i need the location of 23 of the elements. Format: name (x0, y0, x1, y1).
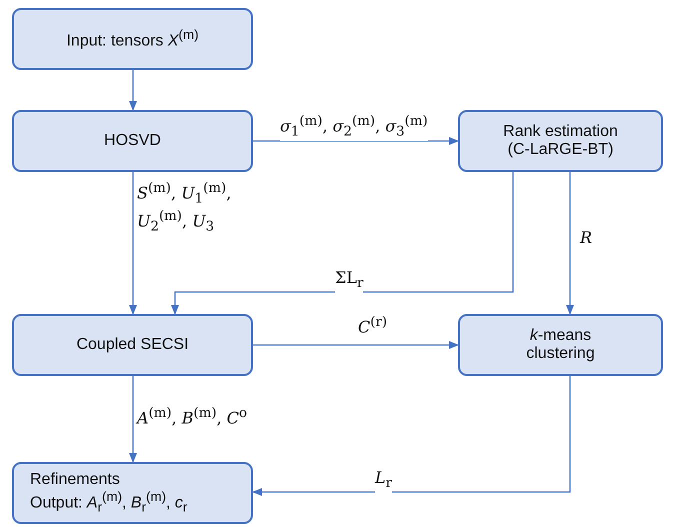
box-text: Input: tensors X$^{(m)}$ (66, 27, 199, 51)
process-box (12, 314, 253, 376)
arrow (171, 172, 514, 315)
box-heading: Refinements (30, 471, 120, 490)
arrow (566, 172, 574, 315)
process-box (458, 110, 663, 172)
edge-label: L$_{r}$ (375, 468, 392, 492)
box-text: Coupled SECSI (76, 336, 189, 354)
edge-label: ΣL$_{r}$ (335, 268, 364, 292)
process-box (12, 8, 253, 70)
box-text: HOSVD (104, 132, 161, 150)
process-box (12, 462, 253, 524)
arrow (129, 376, 137, 463)
arrow (129, 172, 137, 315)
box-text: Output: A$_{r}$$^{(m)}$, B$_{r}$$^{(m)}$, c$_{r}$ (30, 489, 188, 515)
arrow (252, 376, 571, 496)
process-box (12, 110, 253, 172)
arrow (129, 70, 137, 111)
box-text: k-means clustering (525, 327, 596, 363)
arrow (253, 137, 459, 145)
process-box (458, 314, 663, 376)
arrow (253, 341, 459, 349)
box-text: Rank estimation (C-LaRGE-BT) (502, 123, 619, 159)
